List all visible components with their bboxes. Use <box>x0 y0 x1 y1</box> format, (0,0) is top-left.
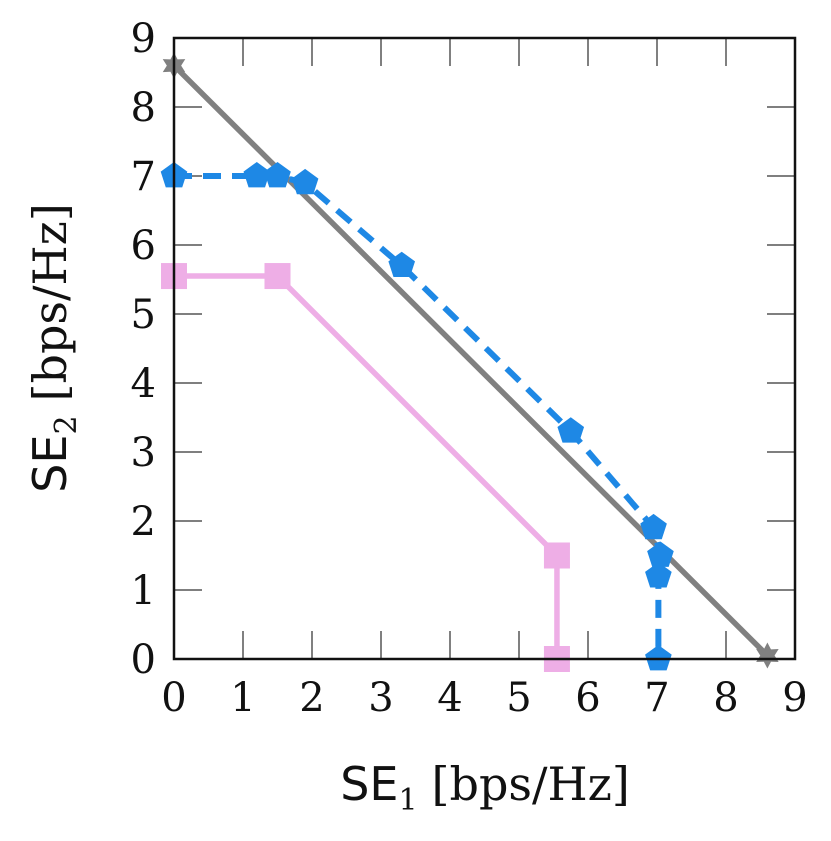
x-tick-label-5: 5 <box>506 675 531 721</box>
y-axis-label-subscript: 2 <box>49 415 84 434</box>
x-tick-label-9: 9 <box>782 675 807 721</box>
y-tick-label-4: 4 <box>131 361 156 407</box>
series-0-point-1 <box>756 642 779 669</box>
x-tick-label-3: 3 <box>368 675 393 721</box>
y-tick-label-8: 8 <box>131 85 156 131</box>
x-tick-label-7: 7 <box>644 675 669 721</box>
y-axis-label-unit: [bps/Hz] <box>23 203 77 401</box>
series-1-point-9 <box>645 645 672 671</box>
x-axis-label: SE1 [bps/Hz] <box>340 757 630 818</box>
series-0 <box>162 52 779 669</box>
y-tick-label-3: 3 <box>131 430 156 476</box>
series-1-point-8 <box>645 562 672 588</box>
series-1-point-2 <box>264 162 291 188</box>
plot-frame <box>172 36 797 661</box>
series-2-point-1 <box>264 263 291 290</box>
series-1-point-5 <box>557 417 585 443</box>
y-tick-label-1: 1 <box>131 568 156 614</box>
series-1-point-7 <box>647 541 674 567</box>
series-1-point-1 <box>243 162 271 188</box>
y-tick-label-9: 9 <box>131 16 156 62</box>
y-axis-label: SE2 [bps/Hz] <box>23 203 84 493</box>
y-tick-label-5: 5 <box>131 292 156 338</box>
series-2-line <box>174 273 560 659</box>
x-tick-label-6: 6 <box>575 675 600 721</box>
y-tick-label-7: 7 <box>131 154 156 200</box>
y-tick-label-0: 0 <box>131 637 156 683</box>
x-tick-label-2: 2 <box>299 675 324 721</box>
series-2-point-2 <box>543 542 570 569</box>
x-axis-label-subscript: 1 <box>398 783 417 818</box>
x-axis-label-unit: [bps/Hz] <box>432 757 630 811</box>
x-axis-label-main: SE <box>340 757 398 811</box>
series-1-point-4 <box>388 251 416 278</box>
series-1-point-3 <box>291 168 319 195</box>
series-layer <box>160 52 779 672</box>
y-axis-label-main: SE <box>23 435 77 493</box>
x-tick-label-8: 8 <box>713 675 738 721</box>
series-0-line <box>172 63 770 658</box>
x-tick-label-0: 0 <box>161 675 186 721</box>
series-2 <box>161 263 570 672</box>
axis-ticks <box>173 37 796 660</box>
series-1-point-6 <box>640 513 667 540</box>
x-tick-label-1: 1 <box>230 675 255 721</box>
y-tick-label-2: 2 <box>131 499 156 545</box>
y-tick-label-6: 6 <box>131 223 156 269</box>
x-tick-label-4: 4 <box>437 675 462 721</box>
series-1 <box>160 162 674 671</box>
